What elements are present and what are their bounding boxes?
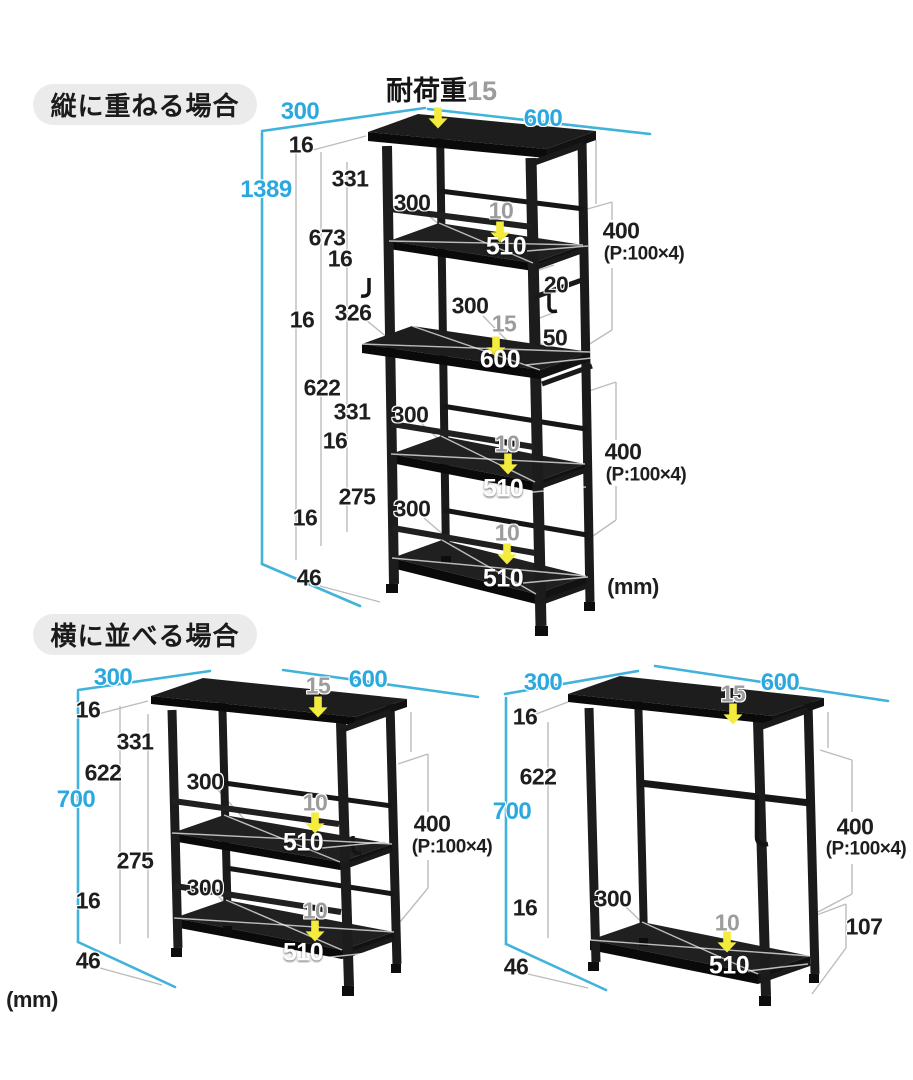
dimension-label: (P:100×4) — [605, 464, 687, 486]
dimension-label: 10 — [488, 197, 514, 224]
dimension-label: 15 — [305, 672, 331, 699]
dimension-label: 300 — [594, 885, 632, 912]
dimension-label: 275 — [338, 483, 376, 510]
dimension-label: 16 — [292, 504, 318, 531]
dimension-label: 20 — [543, 271, 569, 298]
dimension-label: 300 — [391, 401, 429, 428]
dimension-label: 622 — [303, 374, 341, 401]
left-rack-cyan-dimensions — [76, 668, 480, 989]
section-badge-vertical-label: 縦に重ねる場合 — [50, 91, 240, 121]
dimension-label: 300 — [93, 664, 133, 691]
dimension-label: 400 — [413, 810, 451, 837]
dimension-label: 16 — [512, 703, 538, 730]
section-badge-horizontal: 横に並べる場合 — [33, 614, 257, 655]
dimension-label: (P:100×4) — [411, 836, 493, 858]
hook-icon — [360, 278, 371, 298]
dimension-label: 510 — [482, 474, 524, 503]
load-capacity-value: 15 — [467, 76, 498, 106]
dimension-label: 16 — [289, 306, 315, 333]
hook-icon — [754, 795, 769, 847]
dimension-label: 16 — [75, 887, 101, 914]
dimension-label: 16 — [288, 131, 314, 158]
dimension-label: 600 — [479, 345, 521, 374]
hook-icon — [351, 836, 362, 855]
dimension-label: 300 — [451, 292, 489, 319]
dimension-label: 510 — [282, 828, 324, 857]
tall-rack-cyan-dimensions — [260, 106, 652, 608]
dimension-label: (P:100×4) — [603, 243, 685, 265]
dimension-label: 46 — [296, 564, 322, 591]
dimension-label: 50 — [542, 324, 568, 351]
dimension-label: 16 — [327, 245, 353, 272]
section-badge-horizontal-label: 横に並べる場合 — [50, 621, 240, 651]
dimension-label: 673 — [308, 224, 346, 251]
dimension-label: 300 — [280, 98, 320, 125]
dimension-label: 16 — [75, 696, 101, 723]
dimension-label: 510 — [708, 951, 750, 980]
dimension-label: 1389 — [240, 176, 292, 203]
dimension-label: 16 — [512, 894, 538, 921]
dimension-label: 331 — [333, 398, 371, 425]
dimension-label: 275 — [116, 847, 154, 874]
dimension-label: 510 — [282, 938, 324, 967]
dimension-label: 10 — [302, 897, 328, 924]
dimension-label: 15 — [720, 680, 746, 707]
dimension-label: 326 — [334, 299, 372, 326]
dimension-label: 622 — [519, 763, 557, 790]
load-capacity-label: 耐荷重 — [386, 76, 467, 106]
dimension-label: 600 — [348, 666, 388, 693]
left-rack-drawing — [151, 678, 407, 996]
dimension-label: 331 — [331, 165, 369, 192]
dimension-label: 700 — [492, 798, 532, 825]
load-capacity-caption: 耐荷重15 — [386, 78, 497, 105]
dimension-label: 10 — [302, 789, 328, 816]
dimension-label: (mm) — [6, 987, 58, 1012]
dimension-label: 622 — [84, 759, 122, 786]
dimension-label: 300 — [393, 495, 431, 522]
dimension-label: 700 — [56, 786, 96, 813]
dimension-label: 331 — [116, 728, 154, 755]
dimension-label: 510 — [485, 232, 527, 261]
dimension-label: 10 — [494, 519, 520, 546]
dimension-label: 300 — [393, 189, 431, 216]
dimension-label: 46 — [75, 947, 101, 974]
dimension-label: 400 — [836, 813, 874, 840]
right-rack-drawing — [568, 676, 824, 1006]
dimension-label: 15 — [491, 310, 517, 337]
dimension-label: 300 — [186, 874, 224, 901]
dimension-label: 10 — [714, 909, 740, 936]
right-rack-cyan-dimensions — [503, 664, 890, 992]
dimension-label: 510 — [482, 564, 524, 593]
dimension-label: 600 — [760, 669, 800, 696]
dimension-label: 600 — [523, 105, 563, 132]
tall-rack-drawing — [360, 114, 596, 636]
dimension-label: 400 — [604, 438, 642, 465]
dimension-label: (P:100×4) — [825, 838, 907, 860]
dimension-label: 16 — [322, 427, 348, 454]
dimension-label: (mm) — [607, 574, 659, 599]
dimension-label: 400 — [602, 217, 640, 244]
dimension-label: 300 — [186, 768, 224, 795]
section-badge-vertical: 縦に重ねる場合 — [33, 84, 257, 125]
hook-icon — [547, 294, 558, 314]
dimension-label: 300 — [523, 669, 563, 696]
dimension-label: 46 — [503, 953, 529, 980]
dimension-label: 10 — [494, 430, 520, 457]
dimension-label: 107 — [845, 913, 883, 940]
